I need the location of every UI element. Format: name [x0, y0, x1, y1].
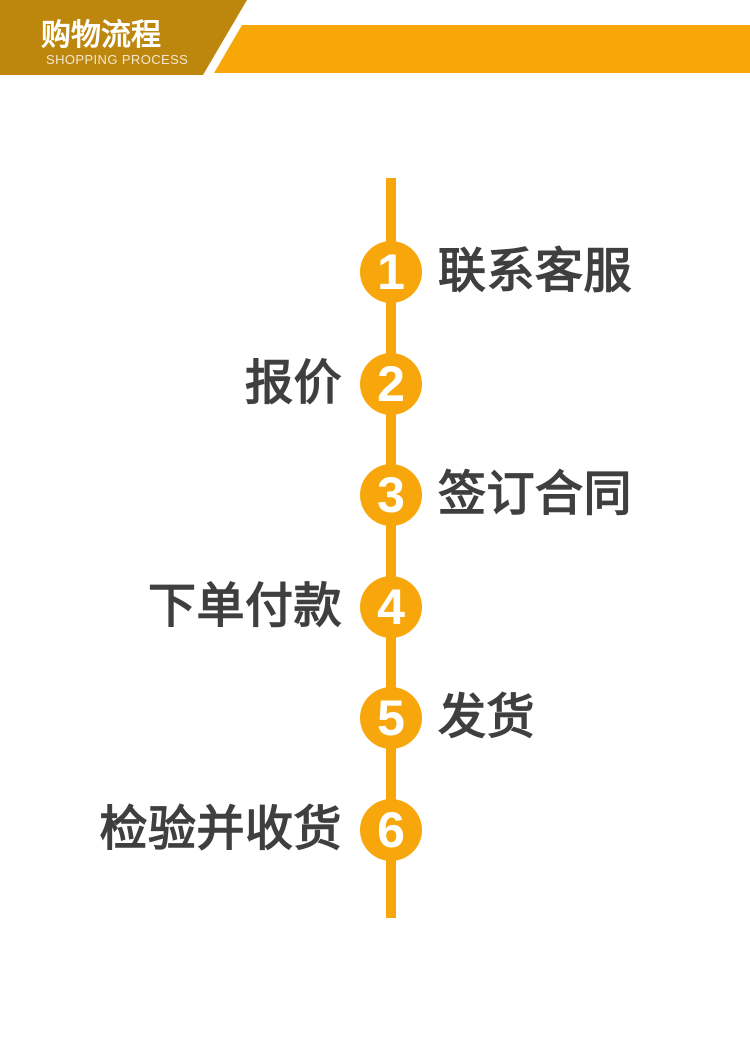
step-label: 报价 [244, 357, 342, 410]
timeline-step-1: 1 联系客服 [0, 241, 750, 303]
timeline-step-4: 4 下单付款 [0, 576, 750, 638]
timeline-line [386, 178, 396, 918]
timeline-step-2: 2 报价 [0, 353, 750, 415]
step-number-badge: 3 [360, 464, 422, 526]
page-title: 购物流程 [41, 19, 161, 52]
step-label: 检验并收货 [99, 803, 342, 856]
header-banner [0, 0, 247, 75]
step-number-badge: 5 [360, 687, 422, 749]
step-number-badge: 2 [360, 353, 422, 415]
timeline-step-5: 5 发货 [0, 687, 750, 749]
page-subtitle: SHOPPING PROCESS [46, 52, 189, 67]
step-number-badge: 1 [360, 241, 422, 303]
timeline-step-6: 6 检验并收货 [0, 799, 750, 861]
step-label: 发货 [438, 691, 536, 744]
step-label: 签订合同 [438, 468, 633, 521]
timeline-step-3: 3 签订合同 [0, 464, 750, 526]
step-number-badge: 6 [360, 799, 422, 861]
step-number-badge: 4 [360, 576, 422, 638]
step-label: 联系客服 [438, 245, 633, 298]
header-accent-bar [214, 25, 750, 73]
step-label: 下单付款 [147, 580, 342, 633]
